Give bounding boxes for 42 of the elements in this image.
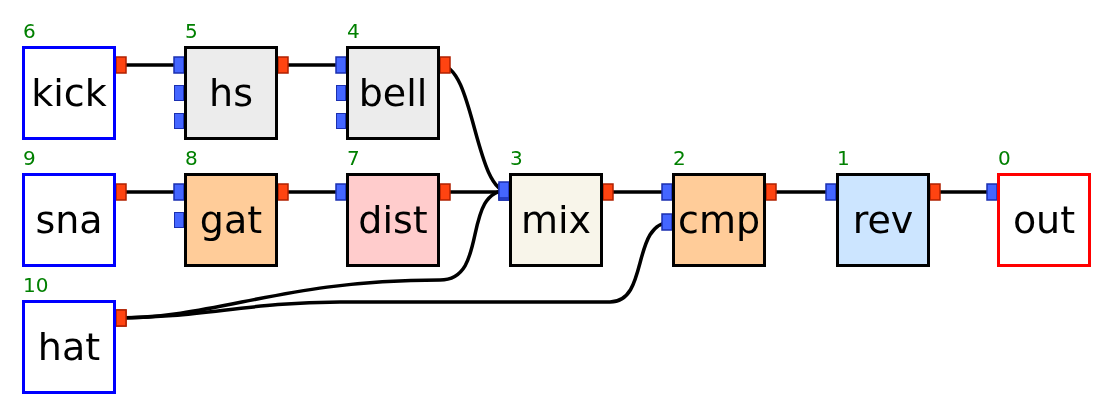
module-label: hs	[209, 74, 253, 112]
module-box	[184, 46, 278, 140]
module-index-label: 3	[510, 148, 523, 168]
module-box	[22, 300, 116, 394]
module-index-label: 6	[23, 21, 36, 41]
module-label: bell	[358, 74, 428, 112]
module-box	[346, 173, 440, 267]
module-box	[184, 173, 278, 267]
wire	[115, 183, 185, 201]
module-label: mix	[520, 201, 592, 239]
module-label: dist	[358, 201, 428, 239]
wire	[115, 213, 673, 327]
module-box	[22, 173, 116, 267]
module-box	[22, 46, 116, 140]
module-index-label: 5	[185, 21, 198, 41]
wire	[929, 183, 998, 201]
module-index-label: 4	[347, 21, 360, 41]
module-index-label: 0	[998, 148, 1011, 168]
wire	[115, 56, 185, 74]
module-label: out	[1012, 201, 1076, 239]
module-index-label: 2	[673, 148, 686, 168]
module-box	[509, 173, 603, 267]
module-box	[346, 46, 440, 140]
wire	[439, 183, 510, 201]
module-label: hat	[37, 328, 101, 366]
module-index-label: 8	[185, 148, 198, 168]
module-label: gat	[199, 201, 263, 239]
module-index-label: 9	[23, 148, 36, 168]
wire	[277, 183, 347, 201]
module-box	[997, 173, 1091, 267]
module-label: kick	[31, 74, 107, 112]
wire	[765, 183, 837, 201]
module-label: rev	[852, 201, 914, 239]
module-index-label: 10	[23, 275, 49, 295]
module-box	[672, 173, 766, 267]
wire	[277, 56, 347, 74]
module-box	[836, 173, 930, 267]
module-index-label: 7	[347, 148, 360, 168]
module-label: cmp	[678, 201, 760, 239]
module-index-label: 1	[837, 148, 850, 168]
module-label: sna	[35, 201, 103, 239]
wire	[602, 183, 673, 201]
